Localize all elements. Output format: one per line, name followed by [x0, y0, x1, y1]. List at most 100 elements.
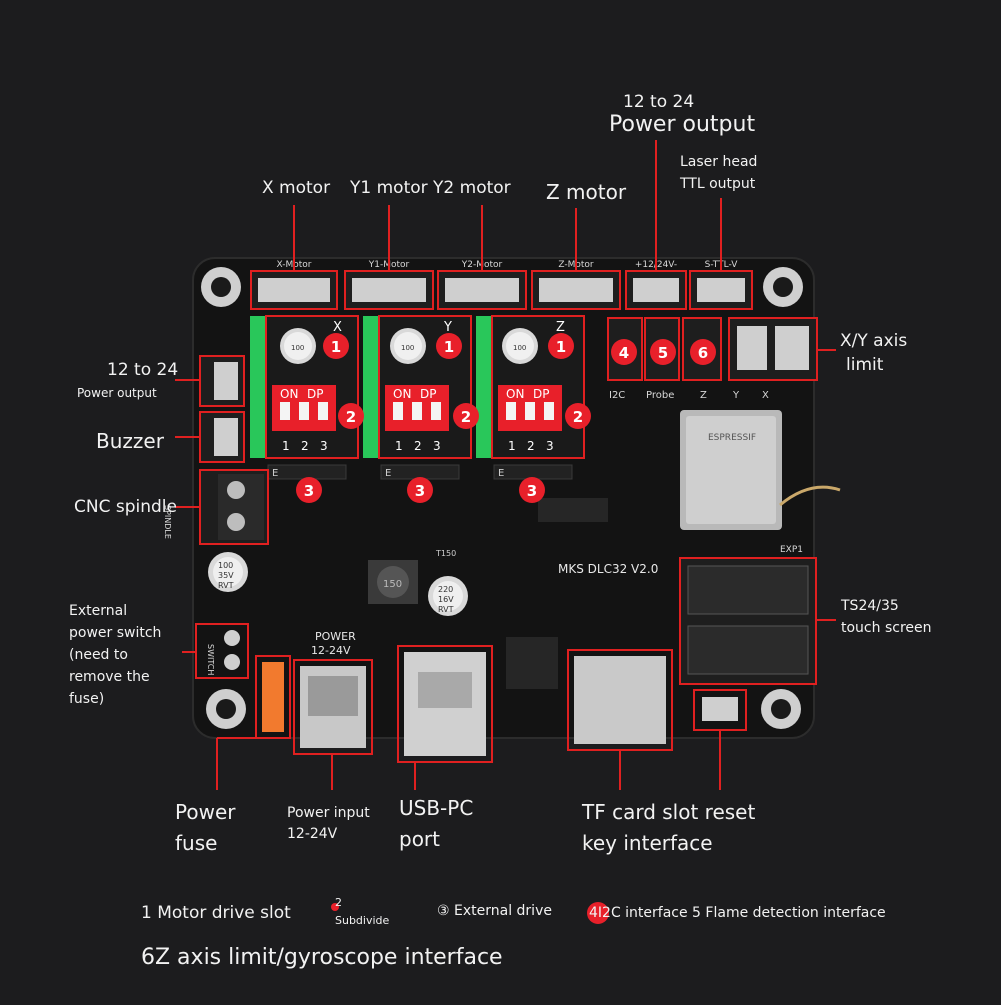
touch-screen-headers [679, 557, 817, 685]
silk-i2c: I2C [609, 390, 625, 401]
silk-cap220-1: 220 [438, 585, 453, 594]
motor-connectors [250, 270, 753, 310]
silk-cap-y: 100 [401, 344, 414, 352]
usb-label-2: port [399, 827, 440, 851]
marker-2-x [338, 403, 364, 429]
silk-e-x: E [272, 468, 278, 479]
marker-label-2-y: 2 [461, 408, 471, 426]
tf-label-2: key interface [582, 831, 713, 855]
silk-dip1-z: 1 [508, 439, 516, 453]
silk-lim-y: Y [732, 390, 740, 401]
power-fuse-label-2: fuse [175, 831, 218, 855]
silk-dip1-x: 1 [282, 439, 290, 453]
x-motor-label: X motor [262, 178, 331, 198]
silk-drv-y: Y [443, 320, 452, 335]
silk-cap-x: 100 [291, 344, 304, 352]
marker-label-1-z: 1 [556, 338, 566, 356]
silk-dip2-y: 2 [414, 439, 422, 453]
z-motor-label: Z motor [546, 180, 627, 204]
ts-screen-label-1: TS24/35 [841, 598, 899, 614]
marker-4 [611, 339, 637, 365]
external-switch-label: External power switch (need to remove th… [69, 603, 162, 707]
silk-e-z: E [498, 468, 504, 479]
center-components [208, 498, 608, 689]
usb-label-1: USB-PC [399, 796, 474, 820]
external-drive-headers [267, 464, 573, 480]
marker-label-3-x: 3 [304, 482, 314, 500]
marker-2-z [565, 403, 591, 429]
silk-drv-x: X [333, 320, 342, 335]
marker-label-2-z: 2 [573, 408, 583, 426]
bottom-connectors [255, 645, 747, 763]
legend-item-4: 4I2C interface 5 Flame detection interfa… [589, 905, 886, 921]
silk-dp-x: DP [307, 387, 323, 401]
silk-switch: SWITCH [206, 644, 215, 675]
silk-esp: ESPRESSIF [708, 433, 756, 443]
marker-5 [650, 339, 676, 365]
silk-dp-z: DP [533, 387, 549, 401]
legend-marker-4 [587, 902, 609, 924]
power-out-top-label: Power output [609, 112, 756, 137]
silk-dip3-z: 3 [546, 439, 554, 453]
marker-label-5: 5 [658, 344, 668, 362]
marker-label-3-y: 3 [415, 482, 425, 500]
silk-spindle: SPINDLE [163, 505, 172, 539]
power-out-left-label: Power output [77, 386, 157, 400]
callout-lines [175, 140, 836, 790]
silk-dip3-x: 3 [320, 439, 328, 453]
marker-label-1-y: 1 [444, 338, 454, 356]
marker-3-x [296, 477, 322, 503]
silk-cap-bottom-2: 35V [218, 571, 234, 580]
marker-6 [690, 339, 716, 365]
legend-item-2: Subdivide [335, 914, 390, 927]
marker-3-y [407, 477, 433, 503]
silk-cap-bottom-3: RVT [218, 581, 234, 590]
power-fuse-label-1: Power [175, 800, 236, 824]
power-input-label-1: Power input [287, 805, 370, 821]
silk-cap220-3: RVT [438, 605, 454, 614]
tf-label-1: TF card slot reset [582, 800, 756, 824]
silk-lim-z: Z [700, 390, 707, 401]
xy-limit-label: X/Y axis [840, 331, 908, 351]
legend-marker-2 [331, 903, 339, 911]
silk-cap220-2: 16V [438, 595, 454, 604]
silk-on-x: ON [280, 387, 298, 401]
legend-item-2-num: 2 [335, 896, 342, 909]
silk-probe: Probe [646, 390, 674, 401]
numbered-markers [296, 333, 716, 503]
silk-inductor: 150 [383, 579, 402, 590]
legend-item-1: 1 Motor drive slot [141, 903, 291, 923]
y-motors-label: Y1 motor Y2 motor [350, 178, 511, 198]
silk-drv-z: Z [556, 320, 565, 335]
silk-power-2: 12-24V [311, 644, 351, 657]
silk-e-y: E [385, 468, 391, 479]
power-out-top-range: 12 to 24 [623, 92, 695, 112]
silk-t150: T150 [435, 549, 456, 558]
marker-2-y [453, 403, 479, 429]
legend-item-3: ③ External drive [437, 903, 552, 919]
ttl-output-label: TTL output [680, 176, 756, 192]
silk-cap-bottom-1: 100 [218, 561, 233, 570]
silk-on-z: ON [506, 387, 524, 401]
silk-lim-x: X [762, 390, 769, 401]
silk-power-1: POWER [315, 630, 356, 643]
silk-dip2-x: 2 [301, 439, 309, 453]
driver-modules [250, 315, 585, 459]
marker-label-4: 4 [619, 344, 629, 362]
power-input-label-2: 12-24V [287, 826, 338, 842]
marker-label-2-x: 2 [346, 408, 356, 426]
limit-label: limit [846, 355, 884, 375]
marker-3-z [519, 477, 545, 503]
silk-cap-z: 100 [513, 344, 526, 352]
marker-1-z [548, 333, 574, 359]
marker-label-3-z: 3 [527, 482, 537, 500]
marker-1-x [323, 333, 349, 359]
ts-screen-label-2: touch screen [841, 620, 932, 636]
legend-item-6: 6Z axis limit/gyroscope interface [141, 945, 503, 970]
silk-dip1-y: 1 [395, 439, 403, 453]
power-out-left-range: 12 to 24 [107, 360, 179, 380]
silk-dip3-y: 3 [433, 439, 441, 453]
silk-dp-y: DP [420, 387, 436, 401]
